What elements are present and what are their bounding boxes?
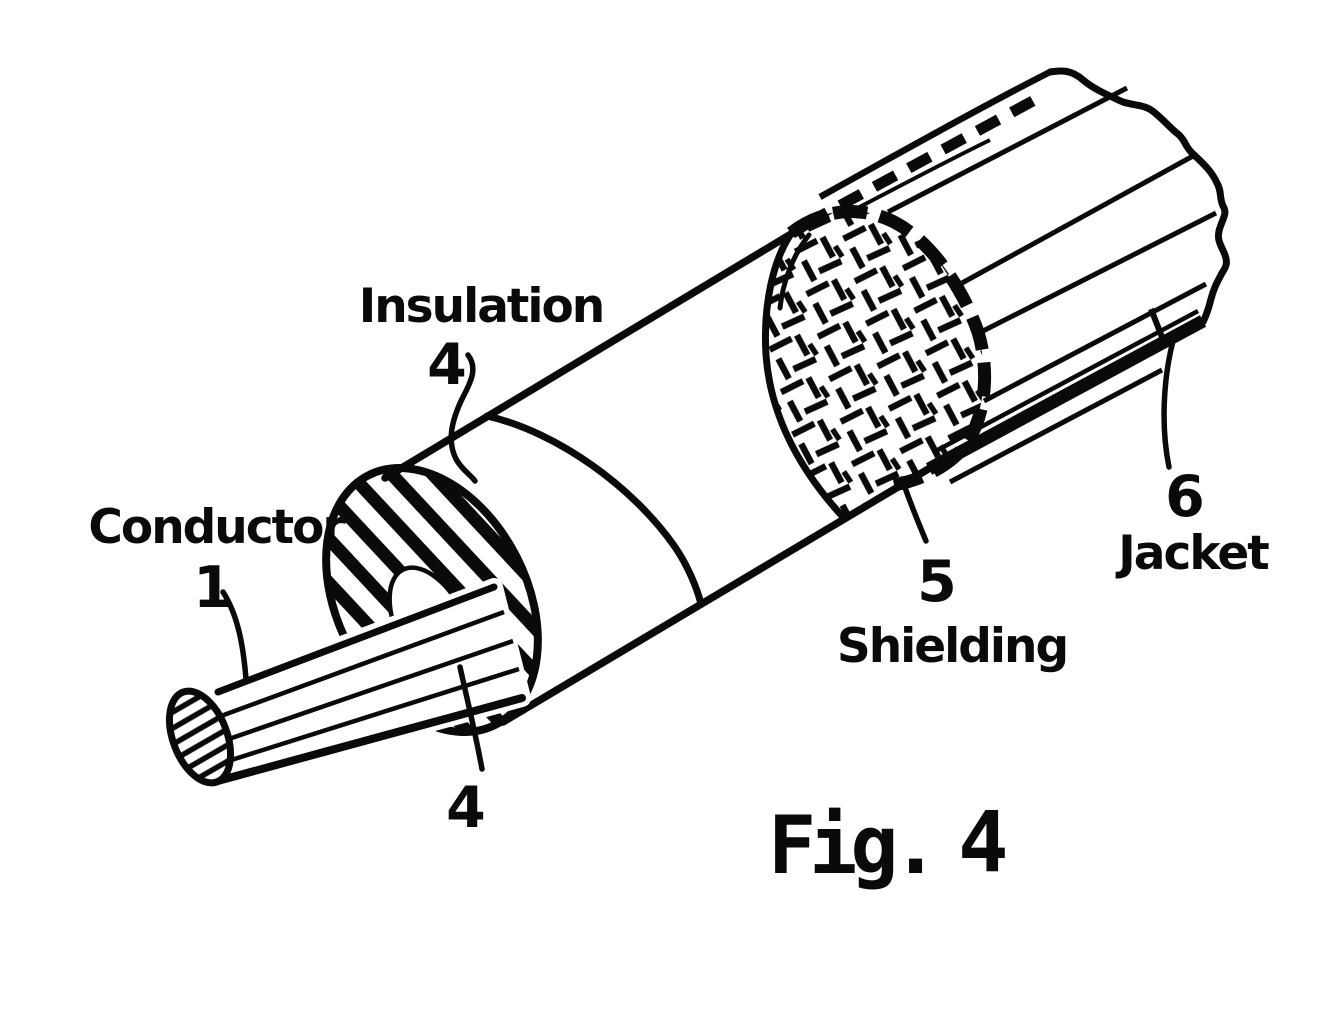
jacket-surface-line: [886, 85, 1129, 215]
label-conductor: Conductor: [88, 500, 346, 555]
annotations: Insulation 4 Conductor 1 5 Shielding 6 J…: [88, 279, 1271, 892]
shielding-braid: [765, 210, 984, 517]
leader-shielding: [899, 476, 929, 544]
label-shielding: Shielding: [837, 619, 1067, 674]
jacket-body: [803, 67, 1230, 485]
jacket-break-edge: [1046, 67, 1230, 326]
leader-insulation: [448, 352, 478, 484]
insulation-body: [381, 221, 934, 726]
ref-jacket: 6: [1165, 464, 1205, 530]
leader-jacket: [1161, 338, 1176, 470]
ref-insulation-cross-section: 4: [446, 775, 486, 841]
figure-number: 4: [958, 793, 1009, 891]
jacket-bottom-edge: [925, 307, 1207, 485]
jacket-top-silhouette: [818, 69, 1052, 200]
ref-conductor: 1: [193, 555, 233, 621]
jacket-surface-line: [977, 210, 1218, 336]
jacket-surface-line: [960, 153, 1195, 286]
ref-insulation: 4: [427, 332, 467, 398]
conductor-rod: [160, 578, 531, 792]
ref-shielding: 5: [917, 549, 957, 615]
leader-lines: [220, 338, 1176, 772]
insulation-end-arc: [483, 412, 705, 608]
label-jacket: Jacket: [1115, 526, 1269, 581]
leader-cross-section: [457, 664, 485, 772]
label-insulation: Insulation: [359, 279, 604, 334]
jacket-rim-top-band: [803, 91, 1045, 229]
shielding-edges: [762, 205, 992, 521]
conductor-strand-line: [222, 638, 514, 744]
leader-conductor: [220, 589, 249, 682]
jacket-surface-line: [982, 281, 1208, 404]
jacket-rim-arc: [787, 205, 992, 492]
figure-caption: Fig.: [768, 799, 933, 892]
conductor-strand-line: [220, 609, 505, 719]
shielding-cut-edge: [762, 227, 847, 521]
conductor-strand-line: [224, 666, 520, 765]
